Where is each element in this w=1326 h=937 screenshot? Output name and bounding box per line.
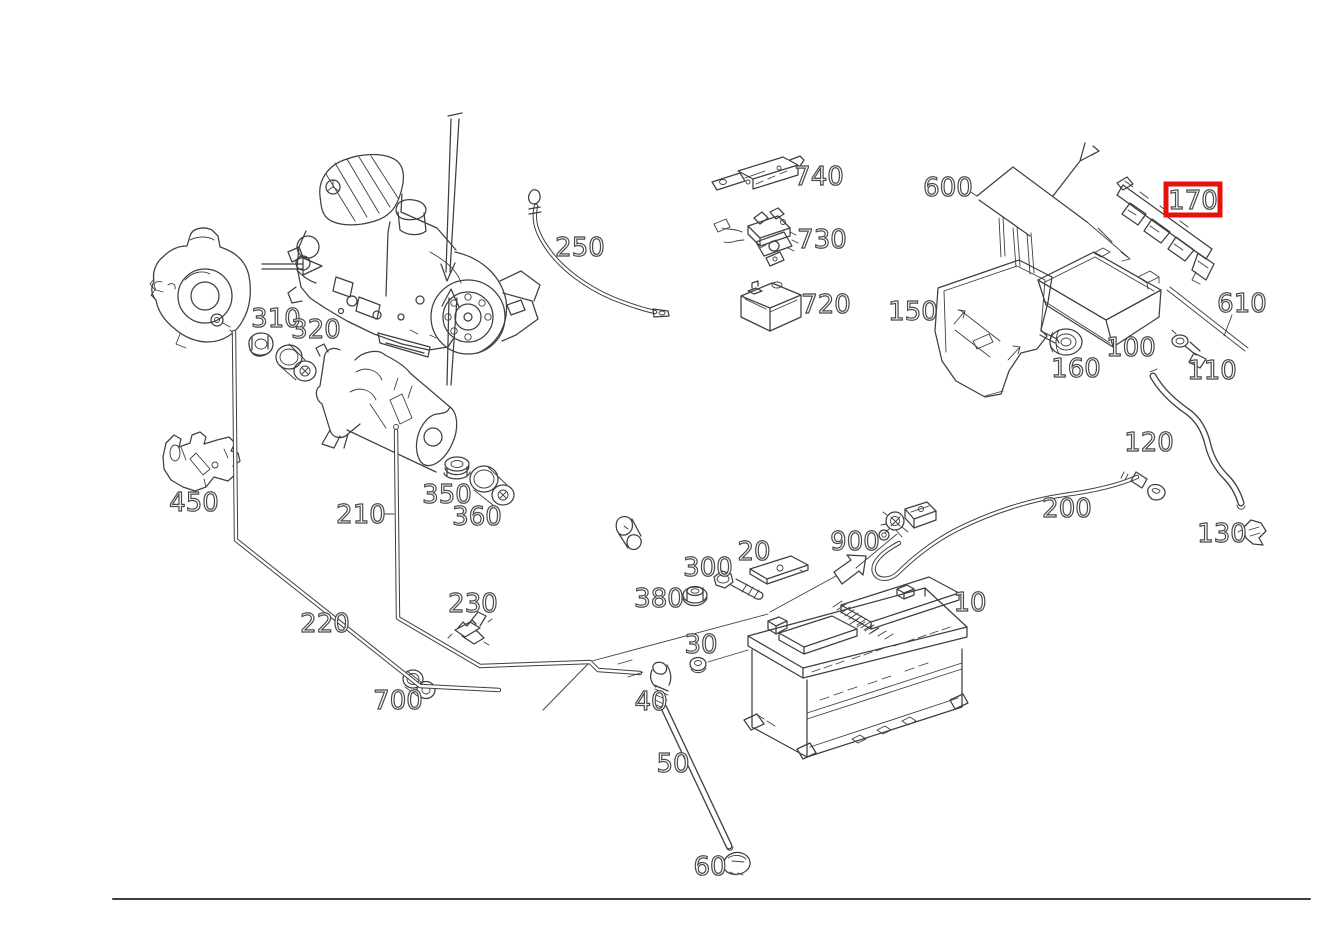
callout-310[interactable]: 310 [251,303,302,334]
vent-cap-60 [722,851,751,876]
callout-740[interactable]: 740 [794,161,845,192]
callout-150[interactable]: 150 [888,296,939,327]
drain-tube-120 [1149,368,1246,510]
callout-300[interactable]: 300 [683,552,734,583]
battery-cover-100 [1037,247,1162,348]
callout-720[interactable]: 720 [801,289,852,320]
sensor-110 [1171,329,1207,369]
callout-50[interactable]: 50 [656,748,690,779]
bracket-450 [162,431,241,492]
aux-battery-720 [740,280,802,332]
vent-tube-50 [660,704,734,851]
vent-elbow-40 [650,661,672,710]
callout-10[interactable]: 10 [953,587,987,618]
callout-450[interactable]: 450 [169,487,220,518]
callout-900[interactable]: 900 [830,526,881,557]
battery [743,576,969,760]
nut-350 [443,456,471,480]
grommet-700 [402,669,436,700]
grommet-160 [1049,328,1083,356]
callout-60[interactable]: 60 [693,851,727,882]
bracket-740 [711,155,805,191]
callout-320[interactable]: 320 [291,314,342,345]
bushing-320 [275,343,317,382]
ground-cable-220 [231,329,502,693]
nut-310 [248,332,274,357]
callout-730[interactable]: 730 [797,224,848,255]
highlight-box [1163,181,1223,218]
callout-160[interactable]: 160 [1051,353,1102,384]
callout-210[interactable]: 210 [336,499,387,530]
callout-380[interactable]: 380 [634,583,685,614]
callout-120[interactable]: 120 [1124,427,1175,458]
engine-ground-strap-250 [528,189,670,318]
rubber-boot [615,516,642,551]
bushing-360 [469,465,515,506]
callout-700[interactable]: 700 [373,685,424,716]
clip-130 [1237,519,1267,546]
callout-360[interactable]: 360 [452,501,503,532]
relay-730 [713,207,799,267]
bolt-300 [713,570,764,600]
callout-610[interactable]: 610 [1217,288,1268,319]
callout-600[interactable]: 600 [923,172,974,203]
nut-30 [689,649,749,674]
nut-380 [682,585,708,607]
battery-tray-150 [934,259,1060,398]
attachment-arrows [261,112,463,386]
harness-600 [968,142,1131,275]
negative-cable-200 [871,471,1166,581]
callout-230[interactable]: 230 [448,588,499,619]
callout-130[interactable]: 130 [1197,518,1248,549]
callout-170[interactable]: 170 [1168,185,1219,216]
callout-100[interactable]: 100 [1106,332,1157,363]
holddown-plate-20 [749,555,809,585]
callout-40[interactable]: 40 [634,686,668,717]
alternator [149,227,251,349]
fuse-module-170 [1116,176,1215,285]
callout-200[interactable]: 200 [1042,493,1093,524]
callout-30[interactable]: 30 [684,629,718,660]
clip-230 [447,611,493,646]
callout-350[interactable]: 350 [422,479,473,510]
callout-20[interactable]: 20 [737,536,771,567]
callout-110[interactable]: 110 [1187,355,1238,386]
callout-220[interactable]: 220 [300,608,351,639]
callout-250[interactable]: 250 [555,232,606,263]
starter-cable-210 [393,428,769,711]
starter-motor [315,343,458,515]
direction-arrow-900 [769,533,898,613]
battery-terminal-clamp [878,501,937,541]
rod-610 [1166,286,1249,352]
callouts: 10 20 30 40 50 60 100 110 120 130 150 16… [169,161,1268,882]
